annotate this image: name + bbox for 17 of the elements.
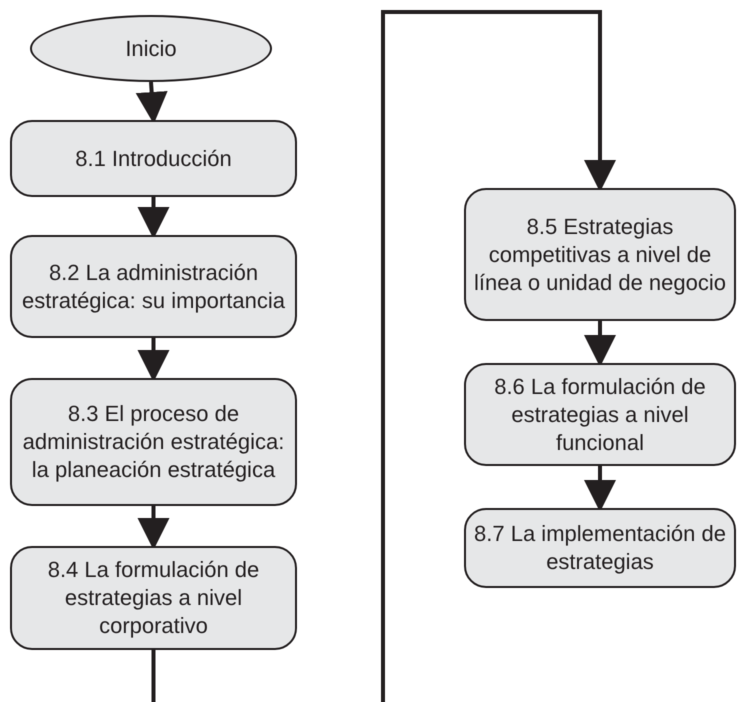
process-box [464, 188, 736, 321]
process-box [10, 235, 297, 338]
connector-line [152, 650, 156, 702]
process-box [464, 508, 736, 588]
node-label: 8.5 Estrategias competitivas a nivel de línea o unidad de negocio [474, 212, 726, 296]
arrow [381, 10, 616, 702]
node-label: 8.1 Introducción [75, 144, 232, 172]
process-box [10, 120, 297, 197]
node-label: 8.6 La formulación de estrategias a nivel funcional [493, 372, 707, 456]
node-label: Inicio [125, 34, 177, 62]
node-label: 8.4 La formulación de estrategias a nivel corporativo [46, 556, 260, 640]
process-box [10, 546, 297, 650]
process-box [10, 378, 297, 506]
node-label: 8.2 La administración estratégica: su importancia [21, 258, 286, 314]
process-box [464, 363, 736, 466]
node-label: 8.3 El proceso de administración estratégica: la planeación estratégica [22, 400, 286, 484]
node-label: 8.7 La implementación de estrategias [474, 520, 726, 576]
